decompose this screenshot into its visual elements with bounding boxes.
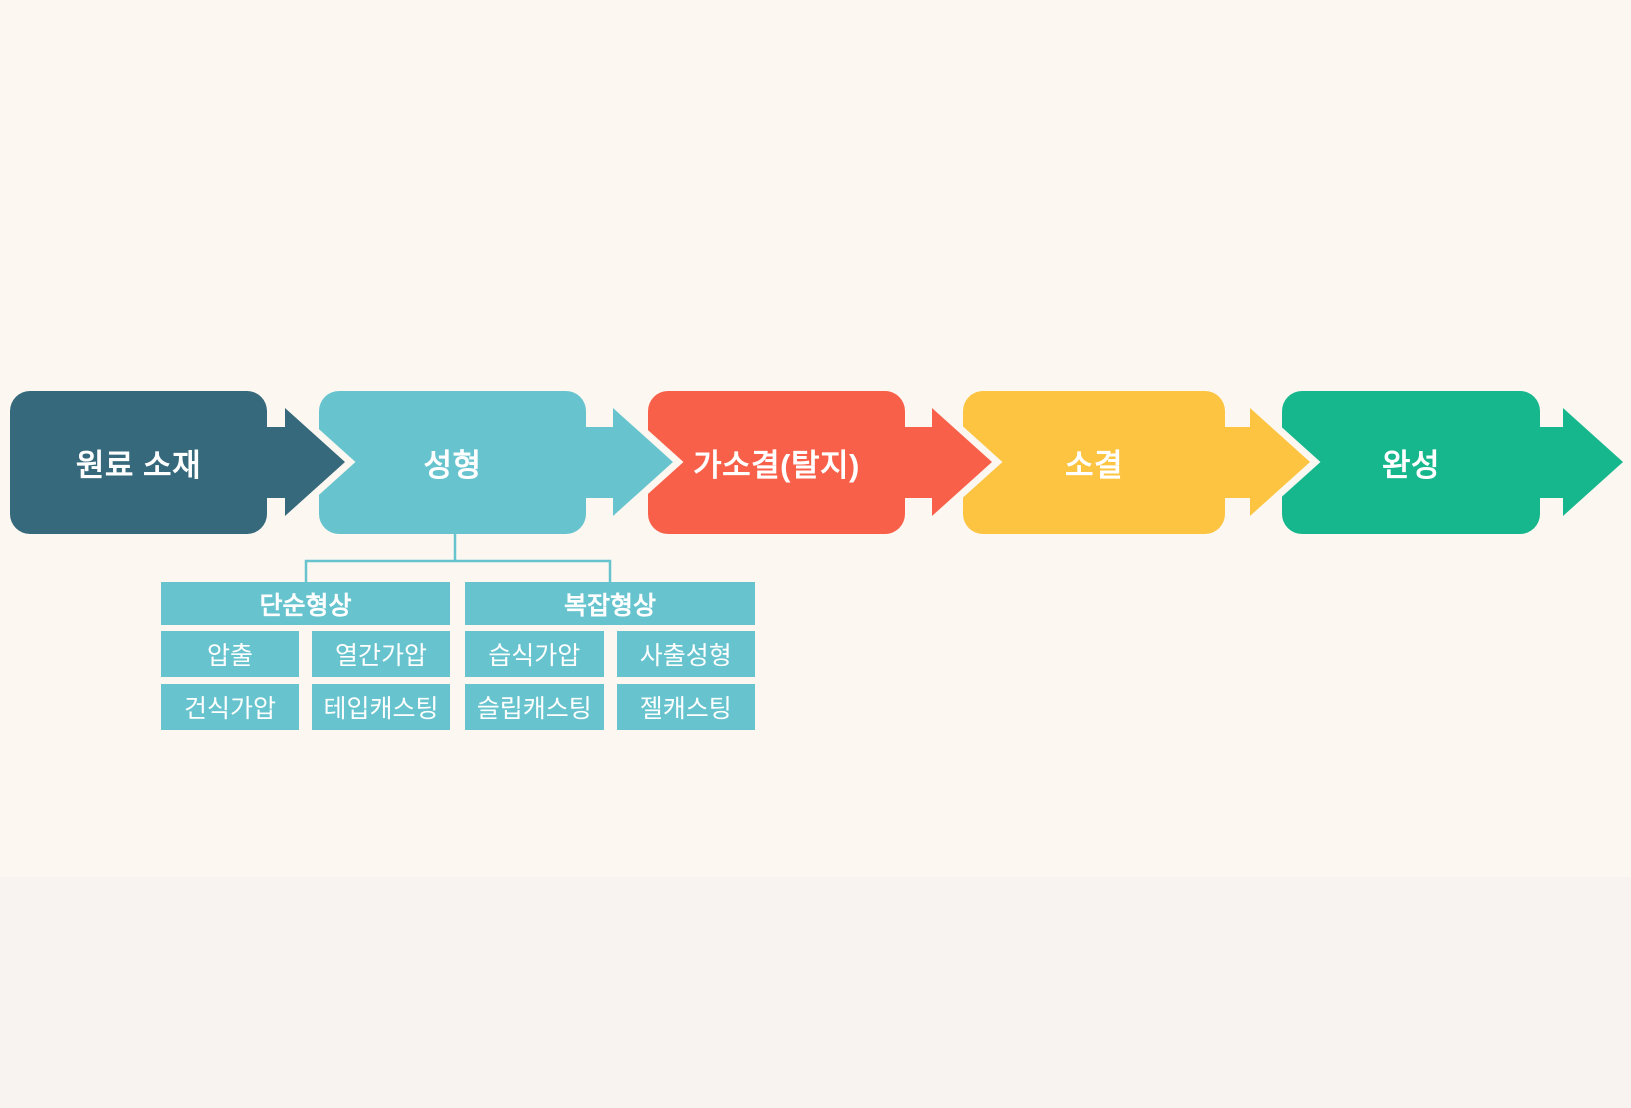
flow-step-finished: 완성 bbox=[1282, 391, 1540, 534]
flow-step-label: 완성 bbox=[1381, 448, 1441, 483]
forming-group-complex: 복잡형상 습식가압 사출성형 슬립캐스팅 젤캐스팅 bbox=[465, 582, 755, 730]
flow-step-label: 가소결(탈지) bbox=[693, 448, 860, 483]
forming-connector-lines bbox=[304, 534, 612, 583]
forming-group-simple: 단순형상 압출 열간가압 건식가압 테입캐스팅 bbox=[161, 582, 450, 730]
flow-step-sintering: 소결 bbox=[963, 391, 1225, 534]
flow-step-forming: 성형 bbox=[319, 391, 586, 534]
forming-group-complex-cells: 습식가압 사출성형 슬립캐스팅 젤캐스팅 bbox=[465, 631, 755, 730]
flow-arrow-4 bbox=[1534, 392, 1631, 532]
flow-step-presintering: 가소결(탈지) bbox=[648, 391, 905, 534]
forming-method-cell: 열간가압 bbox=[312, 631, 450, 677]
arrow-right-icon bbox=[1534, 408, 1623, 516]
forming-group-complex-header: 복잡형상 bbox=[465, 582, 755, 625]
forming-method-cell: 테입캐스팅 bbox=[312, 684, 450, 730]
flow-step-label: 성형 bbox=[423, 448, 482, 483]
flow-step-label: 원료 소재 bbox=[75, 448, 202, 483]
forming-method-cell: 사출성형 bbox=[616, 631, 755, 677]
forming-method-cell: 건식가압 bbox=[161, 684, 299, 730]
forming-method-cell: 젤캐스팅 bbox=[616, 684, 755, 730]
forming-group-simple-cells: 압출 열간가압 건식가압 테입캐스팅 bbox=[161, 631, 450, 730]
background-lower-band bbox=[0, 877, 1631, 1108]
flow-step-raw-material: 원료 소재 bbox=[10, 391, 267, 534]
forming-group-simple-header: 단순형상 bbox=[161, 582, 450, 625]
flow-step-label: 소결 bbox=[1064, 448, 1124, 483]
forming-method-cell: 습식가압 bbox=[465, 631, 604, 677]
forming-method-cell: 압출 bbox=[161, 631, 299, 677]
forming-method-cell: 슬립캐스팅 bbox=[465, 684, 604, 730]
